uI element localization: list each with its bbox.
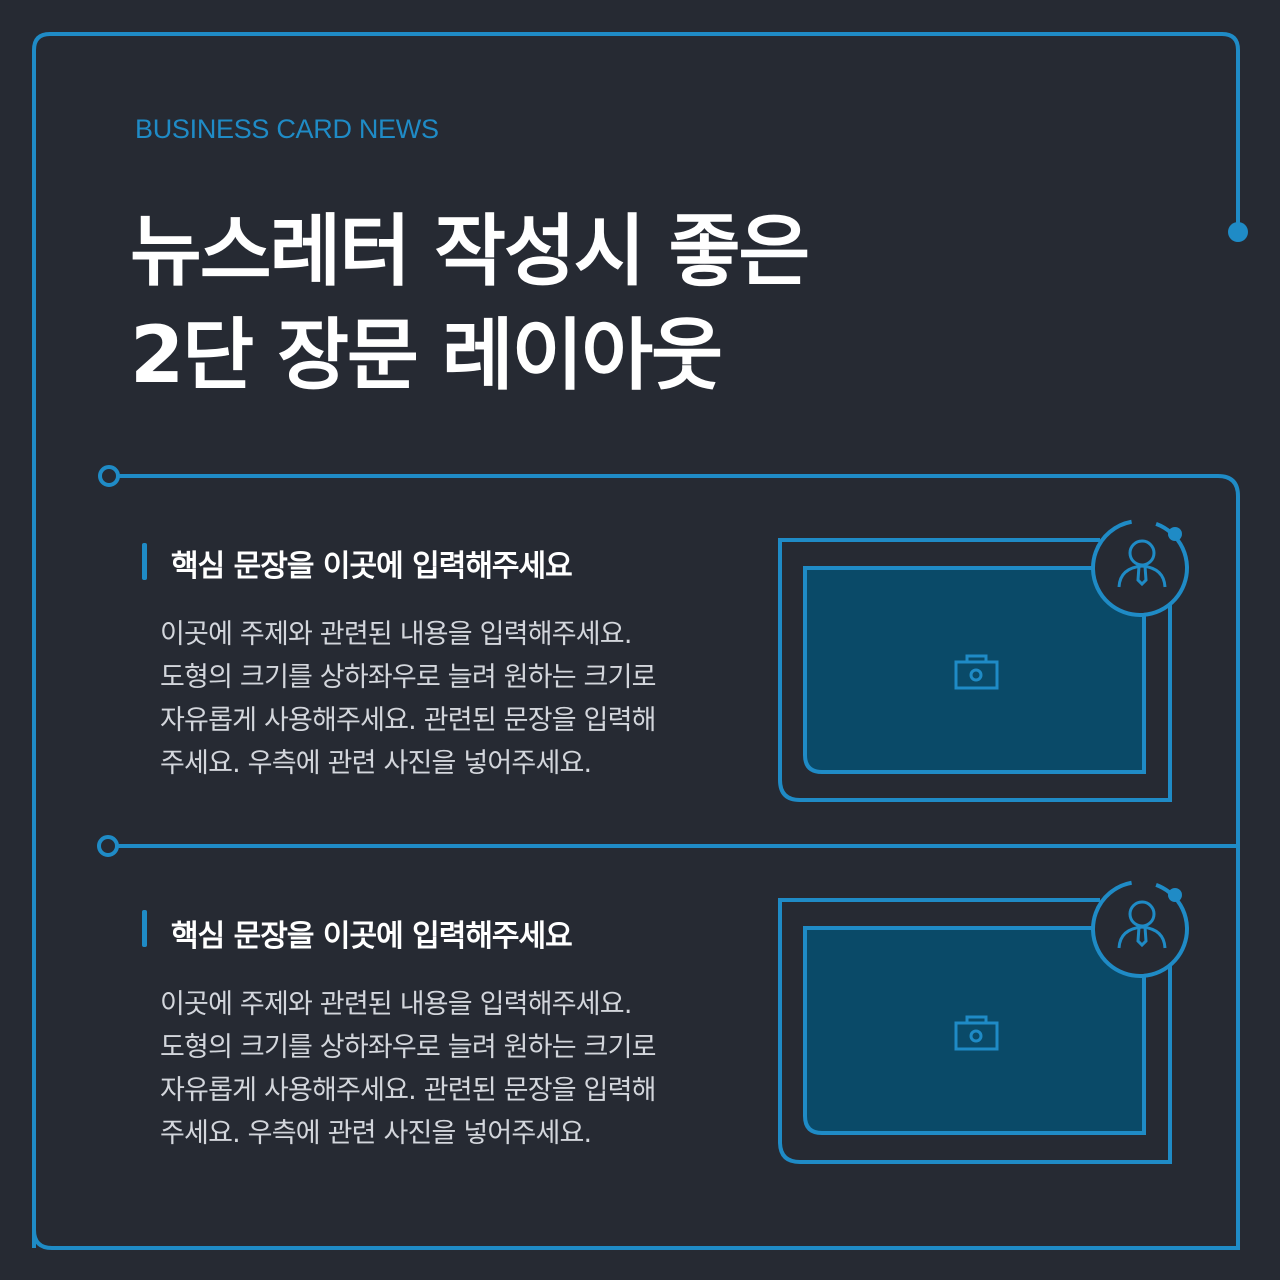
camera-icon xyxy=(954,1015,999,1051)
section-body-2: 이곳에 주제와 관련된 내용을 입력해주세요. 도형의 크기를 상하좌우로 늘려… xyxy=(160,983,656,1155)
image-frame-1 xyxy=(778,519,1189,802)
title-line-1: 뉴스레터 작성시 좋은 xyxy=(130,207,810,297)
kicker-label: BUSINESS CARD NEWS xyxy=(135,114,439,144)
body-line: 자유롭게 사용해주세요. 관련된 문장을 입력해 xyxy=(160,705,656,736)
title-line-2: 2단 장문 레이아웃 xyxy=(130,311,723,401)
businessman-icon xyxy=(1117,900,1167,949)
section-node-1 xyxy=(98,465,120,487)
heading-accent-bar xyxy=(142,910,147,947)
body-line: 주세요. 우측에 관련 사진을 넣어주세요. xyxy=(160,1118,592,1149)
body-line: 이곳에 주제와 관련된 내용을 입력해주세요. xyxy=(160,989,632,1020)
heading-accent-bar xyxy=(142,543,147,580)
body-line: 주세요. 우측에 관련 사진을 넣어주세요. xyxy=(160,748,592,779)
section-body-1: 이곳에 주제와 관련된 내용을 입력해주세요. 도형의 크기를 상하좌우로 늘려… xyxy=(160,613,656,785)
section-heading-1: 핵심 문장을 이곳에 입력해주세요 xyxy=(171,549,573,584)
body-line: 이곳에 주제와 관련된 내용을 입력해주세요. xyxy=(160,619,632,650)
page-title: 뉴스레터 작성시 좋은 2단 장문 레이아웃 xyxy=(130,200,810,408)
businessman-icon xyxy=(1117,539,1167,588)
camera-icon xyxy=(954,654,999,690)
body-line: 도형의 크기를 상하좌우로 늘려 원하는 크기로 xyxy=(160,1032,656,1063)
section-node-2 xyxy=(97,835,119,857)
image-frame-2 xyxy=(778,880,1189,1164)
frame-end-dot xyxy=(1228,222,1248,242)
body-line: 자유롭게 사용해주세요. 관련된 문장을 입력해 xyxy=(160,1075,656,1106)
section-heading-2: 핵심 문장을 이곳에 입력해주세요 xyxy=(171,919,573,954)
body-line: 도형의 크기를 상하좌우로 늘려 원하는 크기로 xyxy=(160,662,656,693)
